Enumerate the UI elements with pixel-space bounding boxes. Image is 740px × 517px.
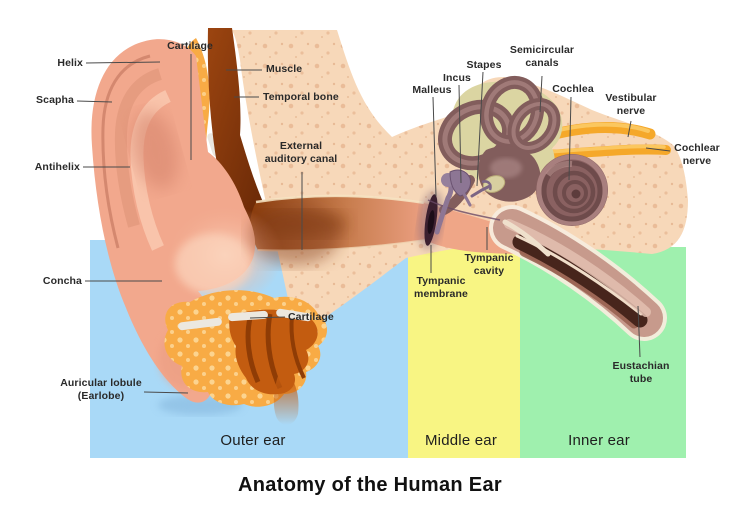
leader-lines	[76, 54, 671, 394]
outer-ear-region-label: Outer ear	[220, 432, 286, 449]
leader-cochlea	[568, 96, 572, 181]
inner-ear-region-label: Inner ear	[568, 432, 630, 449]
lower-cartilage	[164, 290, 327, 425]
leader-helix	[85, 61, 161, 64]
middle-ear-region-label: Middle ear	[424, 432, 498, 449]
leader-stapes	[476, 71, 484, 187]
leader-semicircular-canals	[539, 75, 543, 113]
labyrinth	[437, 75, 608, 226]
leader-malleus	[432, 96, 437, 197]
page-title: Anatomy of the Human Ear	[238, 474, 502, 496]
leader-eustachian-tube	[637, 305, 641, 358]
middle-ear-band	[408, 247, 520, 458]
ossicles-and-membrane	[418, 169, 501, 250]
leader-auricular-lobule	[143, 391, 189, 394]
leader-incus	[458, 84, 462, 184]
eustachian-tube-shape	[489, 205, 667, 341]
leader-scapha	[76, 100, 113, 103]
stapes-shape	[470, 184, 492, 198]
leader-vestibular-nerve	[627, 120, 632, 138]
leader-cochlear-nerve	[645, 147, 671, 152]
leader-cartilage-lower	[249, 316, 286, 319]
cochlea-shape	[536, 154, 608, 226]
incus-shape	[449, 169, 471, 197]
